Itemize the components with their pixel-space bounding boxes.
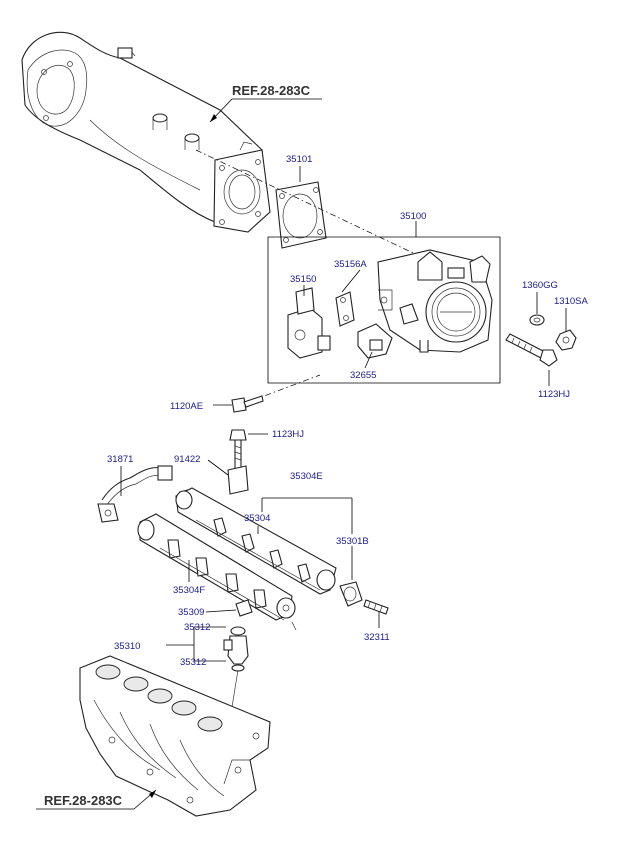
- regulator-35301B-drawing: [339, 581, 363, 607]
- label-35100[interactable]: 35100: [400, 211, 426, 222]
- bracket-91422-drawing: [227, 465, 249, 495]
- fuel-rail-35304-drawing: [175, 487, 337, 595]
- throttle-body-drawing: [377, 249, 493, 353]
- label-1360GG[interactable]: 1360GG: [522, 280, 558, 291]
- sensor-35150-drawing: [287, 287, 331, 359]
- injector-35310-drawing: [223, 626, 249, 745]
- label-35301B[interactable]: 35301B: [336, 536, 369, 547]
- label-35156A[interactable]: 35156A: [334, 259, 367, 270]
- label-1120AE[interactable]: 1120AE: [170, 401, 203, 412]
- label-32311[interactable]: 32311: [364, 632, 390, 643]
- svg-text:REF.28-283C: REF.28-283C: [232, 83, 311, 98]
- washer-1360GG-drawing: [529, 314, 545, 326]
- label-1123HJ-right[interactable]: 1123HJ: [538, 389, 570, 400]
- nut-1310SA-drawing: [555, 329, 577, 351]
- gasket-35101-drawing: [275, 181, 327, 249]
- lower-intake-manifold-drawing: [79, 655, 271, 817]
- label-91422[interactable]: 91422: [174, 454, 200, 465]
- fuel-rail-35304F-drawing: [137, 513, 297, 631]
- label-35312-upper[interactable]: 35312: [184, 622, 210, 633]
- intake-plenum-drawing: [21, 31, 271, 233]
- bolt-1123HJ-right-drawing: [505, 333, 558, 367]
- sensor-32655-drawing: [357, 323, 393, 359]
- label-35150[interactable]: 35150: [290, 274, 316, 285]
- ref-label-top: REF.28-283C: [209, 83, 322, 123]
- bolt-32311-drawing: [363, 599, 389, 615]
- clip-35309-drawing: [235, 599, 253, 617]
- svg-text:REF.28-283C: REF.28-283C: [44, 793, 123, 808]
- label-35309[interactable]: 35309: [178, 607, 204, 618]
- label-1123HJ-upper[interactable]: 1123HJ: [272, 429, 304, 440]
- label-35101[interactable]: 35101: [286, 154, 312, 165]
- part-labels: 35101 35100 35150 35156A 32655 1360GG 13…: [107, 154, 588, 668]
- fuel-pipe-31871-drawing: [97, 465, 173, 523]
- bolt-1120AE-drawing: [231, 395, 264, 413]
- label-35304[interactable]: 35304: [244, 513, 270, 524]
- ref-label-bottom: REF.28-283C: [36, 789, 157, 810]
- bolt-1123HJ-upper-drawing: [229, 429, 247, 471]
- label-1310SA[interactable]: 1310SA: [554, 296, 588, 307]
- gasket-35156A-drawing: [335, 291, 355, 327]
- label-31871[interactable]: 31871: [107, 454, 133, 465]
- label-32655[interactable]: 32655: [350, 370, 376, 381]
- label-35304F[interactable]: 35304F: [173, 585, 205, 596]
- label-35312-lower[interactable]: 35312: [180, 657, 206, 668]
- callout-lines: [120, 166, 567, 662]
- throttle-body-group-box: [267, 221, 501, 384]
- label-35310[interactable]: 35310: [114, 641, 140, 652]
- label-35304E[interactable]: 35304E: [290, 471, 323, 482]
